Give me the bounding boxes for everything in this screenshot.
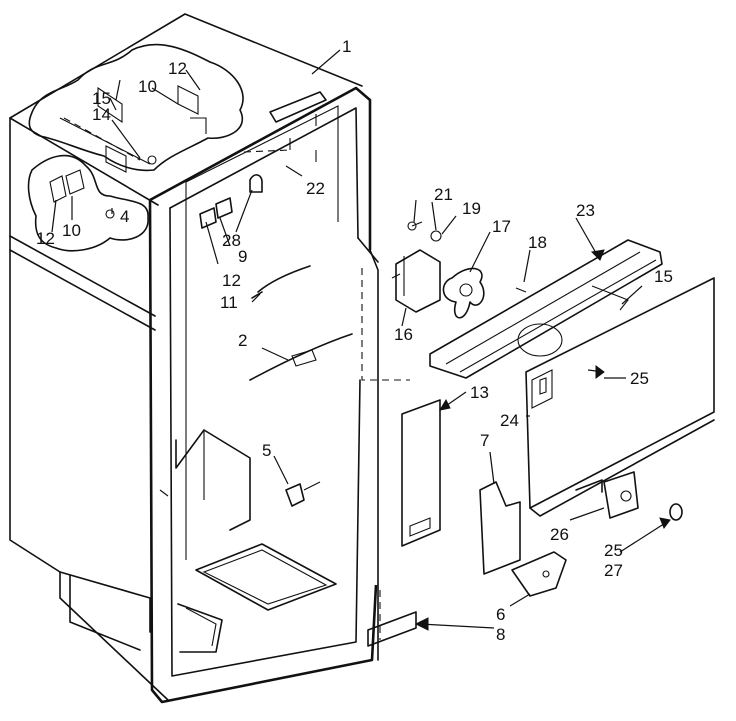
parts-26-25-27 xyxy=(603,471,683,521)
callout-22: 22 xyxy=(306,179,325,198)
callout-15-top: 15 xyxy=(92,89,111,108)
callout-28: 28 xyxy=(222,231,241,250)
callout-5: 5 xyxy=(262,441,271,460)
callout-16: 16 xyxy=(394,325,413,344)
brackets-28-9-12 xyxy=(199,174,263,229)
evaporator-cover xyxy=(525,277,715,517)
leader-lines xyxy=(51,49,671,631)
cabinet-liner xyxy=(9,13,379,704)
bracket-6 xyxy=(511,551,567,597)
callout-1: 1 xyxy=(342,37,351,56)
callout-17: 17 xyxy=(492,217,511,236)
callout-12-top: 12 xyxy=(168,59,187,78)
callout-15-duct: 15 xyxy=(654,267,673,286)
fan-motor-assembly xyxy=(391,221,527,319)
callout-12-left: 12 xyxy=(36,229,55,248)
callout-9: 9 xyxy=(238,247,247,266)
callout-18: 18 xyxy=(528,233,547,252)
callout-10-left: 10 xyxy=(62,221,81,240)
wiring-harnesses xyxy=(249,265,353,507)
callout-10-top: 10 xyxy=(138,77,157,96)
callout-21: 21 xyxy=(434,185,453,204)
callout-19: 19 xyxy=(462,199,481,218)
strip-8 xyxy=(367,611,417,647)
left-cutaway-detail xyxy=(27,154,149,252)
callout-4: 4 xyxy=(120,207,129,226)
callout-14: 14 xyxy=(92,105,111,124)
callout-25-lower: 25 xyxy=(604,541,623,560)
callout-27: 27 xyxy=(604,561,623,580)
callout-11: 11 xyxy=(220,293,238,312)
callout-13: 13 xyxy=(470,383,489,402)
callout-23: 23 xyxy=(576,201,595,220)
callout-8: 8 xyxy=(496,625,505,644)
plate-7 xyxy=(479,481,521,575)
top-cutaway-detail xyxy=(28,43,244,173)
callout-24: 24 xyxy=(500,411,519,430)
callout-25-upper: 25 xyxy=(630,369,649,388)
callout-2: 2 xyxy=(238,331,247,350)
callout-12-mid: 12 xyxy=(222,271,241,290)
callout-26: 26 xyxy=(550,525,569,544)
callout-7: 7 xyxy=(480,431,489,450)
callout-labels: 1 2 4 5 6 7 8 9 10 10 11 12 12 12 13 14 … xyxy=(36,37,673,644)
callout-6: 6 xyxy=(496,605,505,624)
air-duct xyxy=(429,239,663,379)
drain-panel-13 xyxy=(401,399,441,547)
